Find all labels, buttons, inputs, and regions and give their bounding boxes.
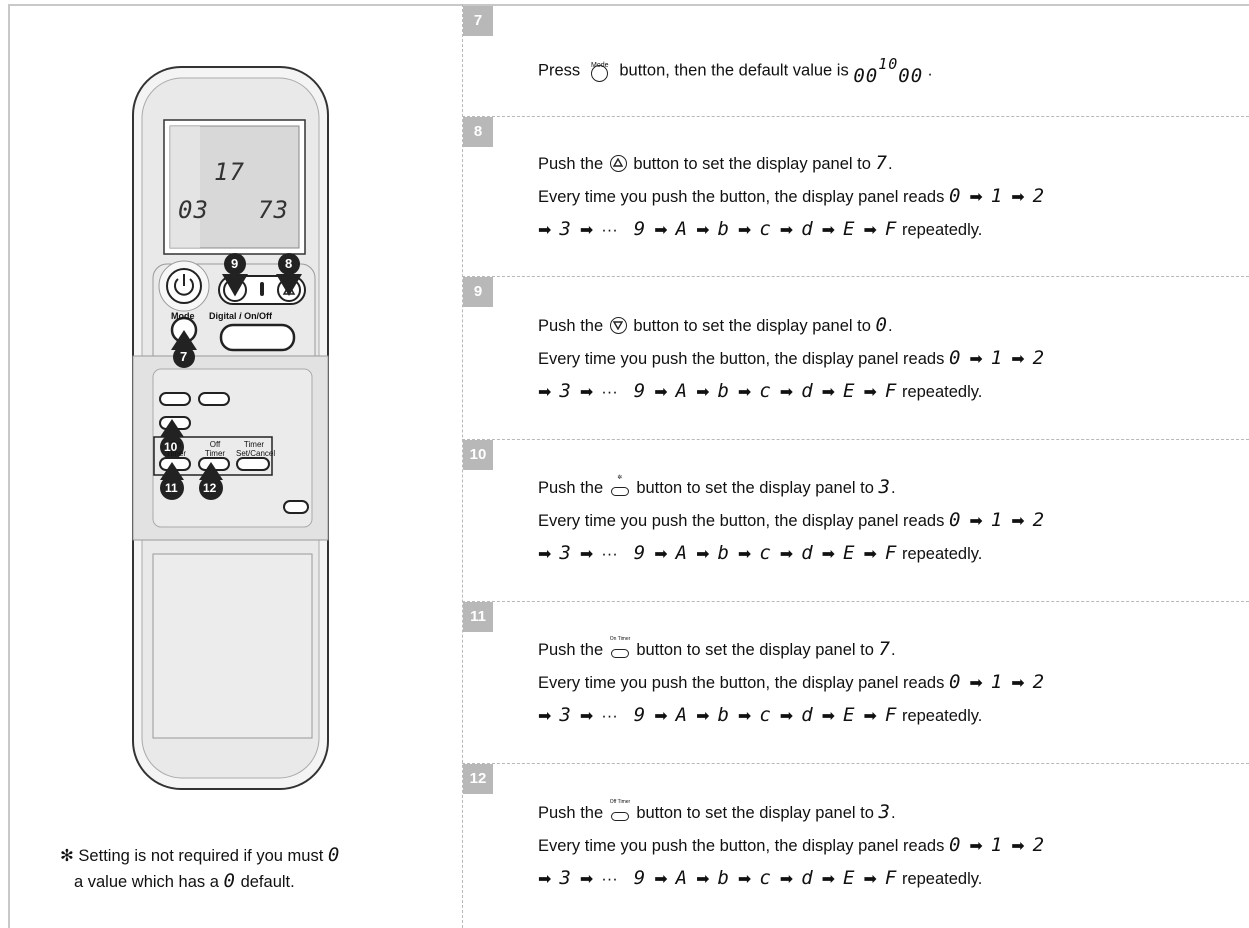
callout-12: 12 (203, 481, 217, 495)
remote-display-left: 03 (178, 196, 209, 224)
cycle-line: Every time you push the button, the disp… (538, 347, 1046, 369)
callout-8: 8 (285, 256, 293, 271)
step-number-badge: 12 (463, 764, 493, 794)
cycle-sequence: ➡3➡···9➡A➡b➡c➡d➡E➡F repeatedly. (538, 542, 983, 564)
remote-on-timer-label: On Timer (165, 440, 187, 458)
temp-up-button-icon (609, 155, 627, 172)
mode-button-icon: Mode (589, 56, 611, 82)
cycle-line: Every time you push the button, the disp… (538, 185, 1046, 207)
callout-10: 10 (164, 440, 178, 454)
step-12-instruction: Push the Off Timer button to set the dis… (538, 799, 896, 824)
step-number-badge: 7 (463, 6, 493, 36)
footnote-line1: ✻ Setting is not required if you must 0 (60, 844, 341, 866)
separator (462, 763, 1249, 764)
column-divider (462, 4, 463, 928)
off-timer-button-icon: Off Timer (610, 800, 630, 822)
separator (462, 276, 1249, 277)
remote-off-timer-label: Off Timer (204, 440, 226, 458)
step-number-badge: 10 (463, 440, 493, 470)
remote-digital-label: Digital i On/Off (209, 311, 273, 321)
step-7-instruction: Press Mode button, then the default valu… (538, 55, 933, 87)
cycle-sequence: ➡3➡···9➡A➡b➡c➡d➡E➡F repeatedly. (538, 218, 983, 240)
fan-button-icon: ✲ (610, 475, 630, 497)
step-number-badge: 8 (463, 117, 493, 147)
on-timer-button-icon: On Timer (610, 637, 630, 659)
cycle-line: Every time you push the button, the disp… (538, 834, 1046, 856)
remote-timer-set-label: Timer Set/Cancel (236, 440, 276, 458)
separator (462, 116, 1249, 117)
callout-9: 9 (231, 256, 239, 271)
step-number-badge: 11 (463, 602, 493, 632)
remote-display-top: 17 (214, 158, 245, 186)
remote-mode-label: Mode (171, 311, 195, 321)
step-9-instruction: Push the button to set the display panel… (538, 314, 893, 336)
page-frame (8, 4, 1249, 928)
cycle-sequence: ➡3➡···9➡A➡b➡c➡d➡E➡F repeatedly. (538, 867, 983, 889)
step-11-instruction: Push the On Timer button to set the disp… (538, 636, 896, 661)
step-10-instruction: Push the ✲ button to set the display pan… (538, 475, 896, 498)
cycle-line: Every time you push the button, the disp… (538, 509, 1046, 531)
remote-display-right: 73 (258, 196, 289, 224)
footnote-line2: a value which has a 0 default. (74, 870, 295, 892)
step-8-instruction: Push the button to set the display panel… (538, 152, 893, 174)
cycle-line: Every time you push the button, the disp… (538, 671, 1046, 693)
callout-11: 11 (165, 481, 178, 495)
separator (462, 439, 1249, 440)
remote-control-illustration (132, 66, 329, 790)
cycle-sequence: ➡3➡···9➡A➡b➡c➡d➡E➡F repeatedly. (538, 380, 983, 402)
temp-down-button-icon (609, 317, 627, 334)
callout-7: 7 (180, 349, 188, 364)
step-number-badge: 9 (463, 277, 493, 307)
separator (462, 601, 1249, 602)
cycle-sequence: ➡3➡···9➡A➡b➡c➡d➡E➡F repeatedly. (538, 704, 983, 726)
